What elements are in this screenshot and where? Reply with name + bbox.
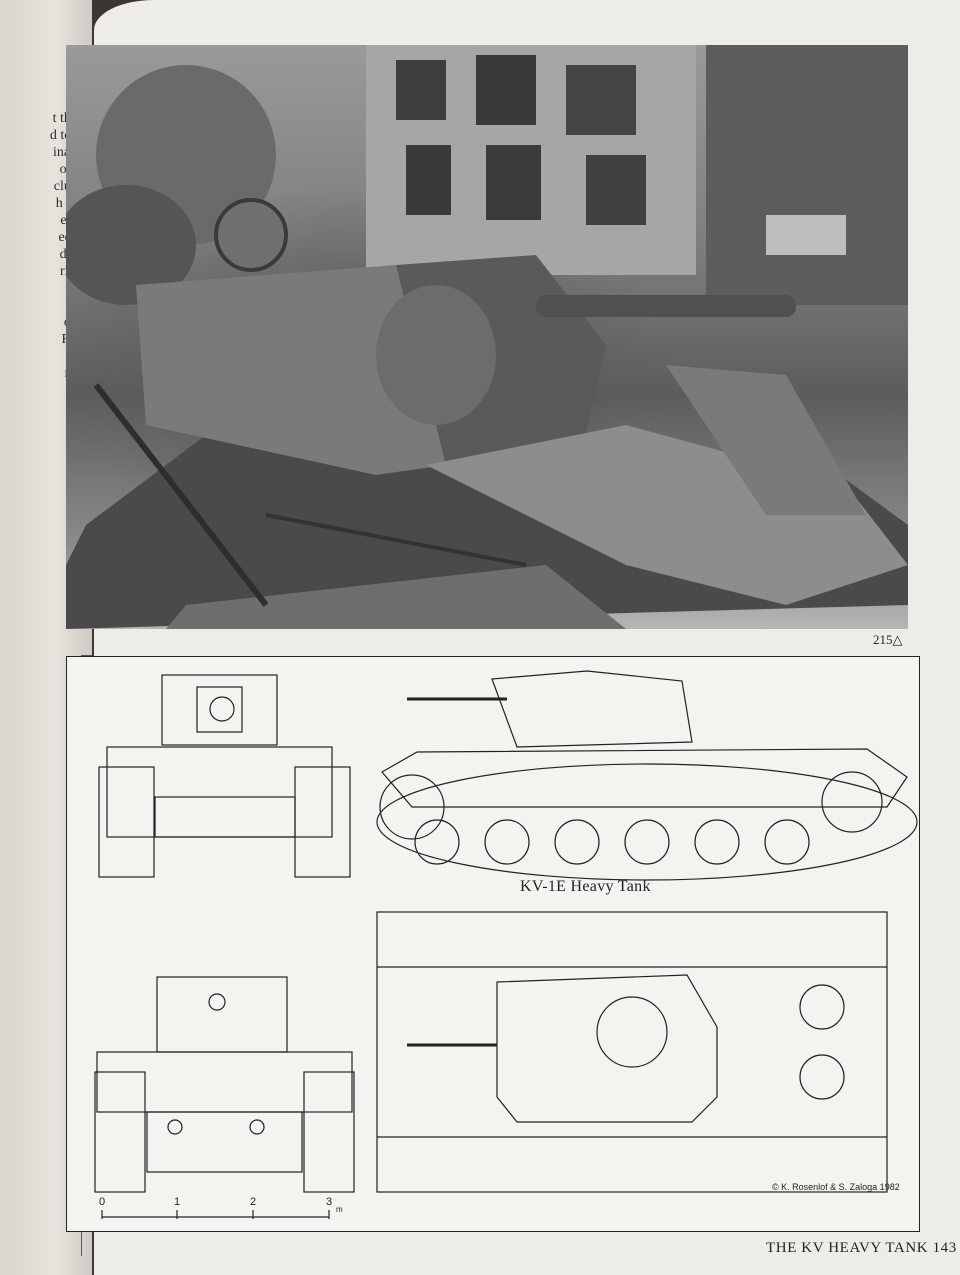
scale-label: 1 — [174, 1196, 181, 1208]
drawing-plate — [66, 656, 920, 1232]
drawing-copyright: © K. Rosenlof & S. Zaloga 1982 — [772, 1182, 900, 1192]
tank-line-drawings — [94, 670, 918, 1219]
tank-photograph — [66, 45, 908, 629]
scale-label: 2 — [250, 1196, 257, 1208]
scale-label: 3 — [326, 1196, 333, 1208]
drawing-title: KV-1E Heavy Tank — [520, 878, 651, 895]
running-head: THE KV HEAVY TANK — [766, 1240, 929, 1256]
side-view-drawing — [376, 670, 918, 881]
running-footer: THE KV HEAVY TANK 143 — [766, 1240, 957, 1257]
rear-view-drawing — [94, 976, 355, 1193]
photo-number: 215△ — [873, 632, 903, 647]
photo-illustration — [66, 45, 908, 629]
top-view-drawing — [376, 911, 888, 1193]
front-view-drawing — [98, 674, 351, 878]
scale-label: m — [336, 1205, 343, 1214]
page-number: 143 — [932, 1240, 957, 1256]
scale-label: 0 — [99, 1196, 106, 1208]
scale-bar — [101, 1210, 330, 1219]
